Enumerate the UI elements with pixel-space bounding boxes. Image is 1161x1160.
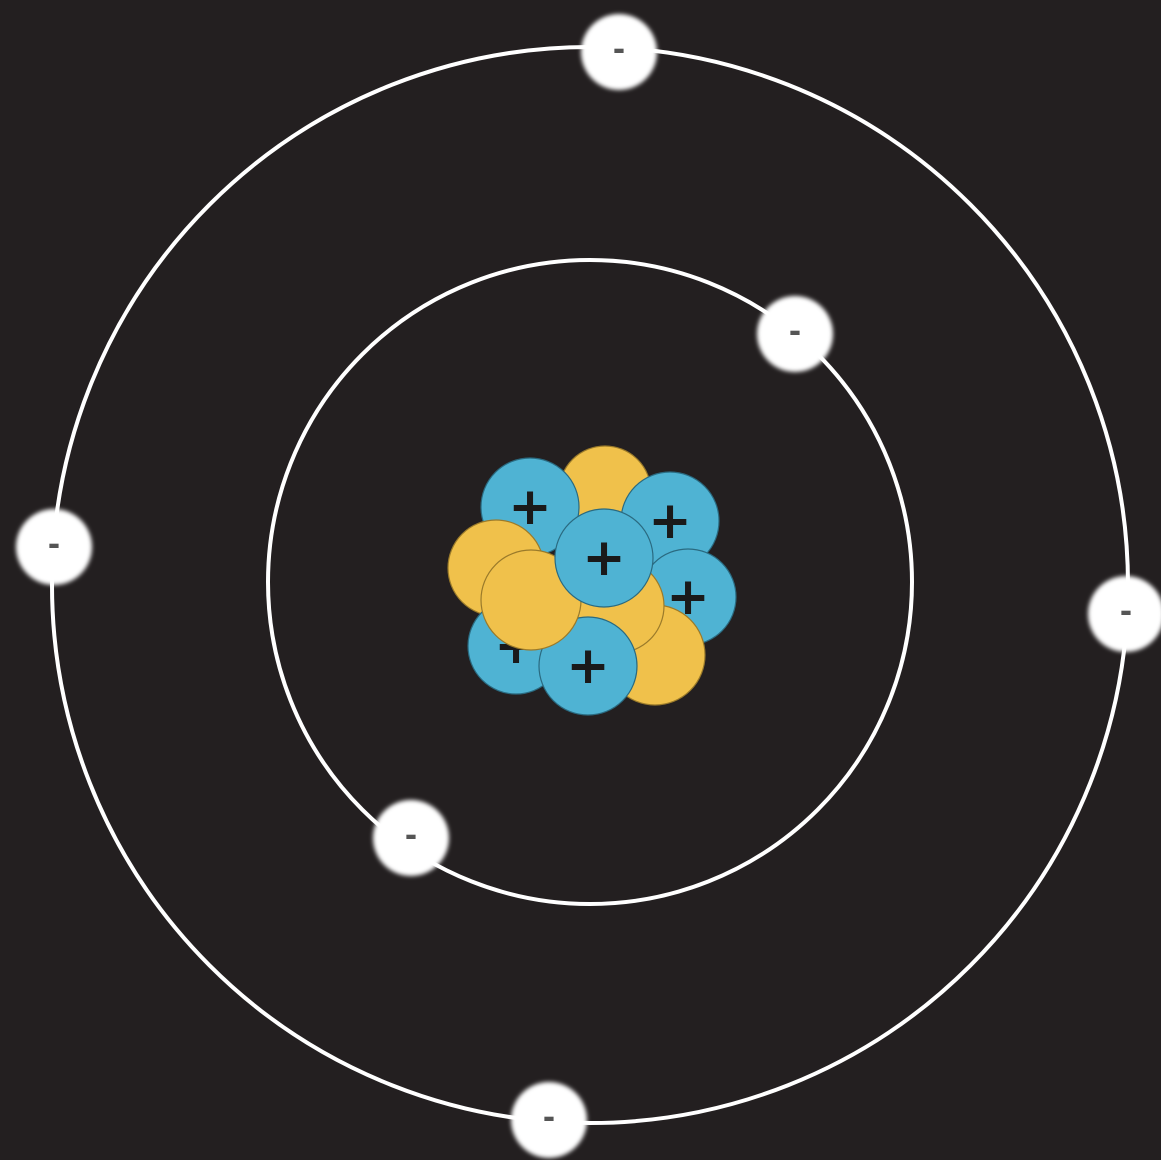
proton-sign: + bbox=[648, 491, 692, 551]
electron: - bbox=[373, 800, 449, 876]
electron-sign: - bbox=[789, 315, 801, 350]
nucleus: + + + + + + bbox=[448, 446, 736, 715]
electron-sign: - bbox=[613, 33, 625, 68]
electron-sign: - bbox=[543, 1101, 555, 1136]
electron: - bbox=[1088, 576, 1161, 652]
electron: - bbox=[757, 296, 833, 372]
electron-sign: - bbox=[48, 528, 60, 563]
proton-sign: + bbox=[566, 636, 610, 696]
electron: - bbox=[581, 14, 657, 90]
electron-sign: - bbox=[1120, 595, 1132, 630]
proton-sign: + bbox=[582, 528, 626, 588]
electron: - bbox=[511, 1082, 587, 1158]
electron-sign: - bbox=[405, 819, 417, 854]
electron: - bbox=[16, 509, 92, 585]
